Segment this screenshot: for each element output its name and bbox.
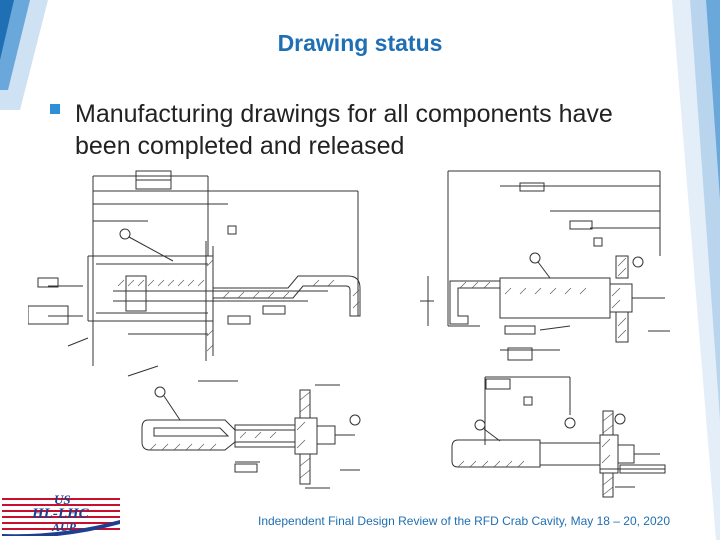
square-bullet-icon (50, 104, 60, 114)
drawing-bottom-right (451, 347, 666, 498)
drawing-top-right (420, 170, 670, 343)
corner-decoration-left (0, 0, 48, 110)
corner-decoration-right (672, 0, 720, 540)
bullet-list: Manufacturing drawings for all component… (50, 98, 650, 162)
slide-footer: Independent Final Design Review of the R… (258, 514, 670, 528)
bullet-text: Manufacturing drawings for all component… (75, 100, 613, 160)
drawing-top-left (28, 170, 361, 382)
logo-line-2: HL-LHC (31, 506, 90, 522)
drawing-bottom-left (141, 384, 361, 489)
slide-title: Drawing status (277, 30, 443, 56)
logo-line-1: US (54, 492, 71, 507)
us-hl-lhc-aup-logo: US HL-LHC AUP (2, 492, 120, 536)
logo-line-3: AUP (51, 520, 77, 534)
